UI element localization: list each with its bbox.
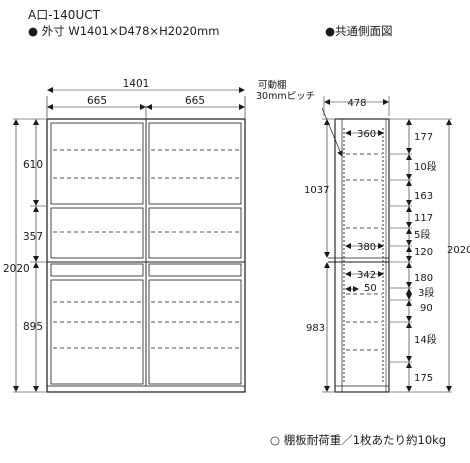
spec-text: 外寸 W1401×D478×H2020mm <box>41 24 220 38</box>
side-shelves-dashed <box>346 153 382 351</box>
bay-width-label: 665 <box>185 95 205 107</box>
inner-depth-label: 380 <box>357 242 376 253</box>
pitch-line-1: 可動棚 <box>258 79 287 91</box>
circle-icon: ○ <box>270 433 281 447</box>
side-plinth <box>334 385 390 393</box>
cabinet-plinth <box>46 385 246 393</box>
pitch-leader-line <box>321 107 343 157</box>
side-view-title: ●共通側面図 <box>325 23 393 39</box>
section-height-label: 357 <box>23 231 43 243</box>
right-dim-label: 163 <box>414 191 433 202</box>
middle-door-right <box>148 207 242 259</box>
inner-depth-label: 360 <box>357 129 376 140</box>
right-dim-label: 120 <box>414 247 433 258</box>
upper-door-left <box>50 122 144 205</box>
model-title: A口-140UCT <box>28 8 100 22</box>
outer-dimensions-spec: ● 外寸 W1401×D478×H2020mm <box>28 23 219 39</box>
right-dim-label: 5段 <box>414 228 430 241</box>
bullet-icon: ● <box>325 24 336 38</box>
upper-door-right <box>148 122 242 205</box>
lower-door-right <box>148 279 242 385</box>
right-dim-label: 14段 <box>414 333 437 346</box>
drawer-left <box>50 263 144 277</box>
shelf-pitch-label: 可動棚 30mmピッチ <box>256 79 315 102</box>
upper-height-label: 1037 <box>304 185 329 196</box>
right-dim-label: 180 <box>414 273 433 284</box>
middle-door-left <box>50 207 144 259</box>
right-dim-label: 117 <box>414 213 433 224</box>
right-dim-label: 10段 <box>414 160 437 173</box>
right-dim-label: 175 <box>414 373 433 384</box>
total-width-label: 1401 <box>123 78 150 90</box>
depth-label: 478 <box>347 98 366 109</box>
drawer-right <box>148 263 242 277</box>
total-height-label: 2020 <box>3 263 30 275</box>
front-view-labels: 1401 665 665 2020 610 357 895 <box>3 78 205 333</box>
side-total-height-label: 2020 <box>447 245 470 256</box>
load-capacity-note: ○ 棚板耐荷重／1枚あたり約10kg <box>270 432 446 448</box>
section-height-label: 895 <box>23 321 43 333</box>
bay-width-label: 665 <box>87 95 107 107</box>
front-view <box>13 87 246 393</box>
side-view <box>321 96 452 393</box>
right-dim-label: 90 <box>420 303 433 314</box>
lower-door-left <box>50 279 144 385</box>
bullet-icon: ● <box>28 24 39 38</box>
inner-depth-label: 50 <box>364 283 377 294</box>
pitch-line-2: 30mmピッチ <box>256 91 315 102</box>
shelves-dashed <box>53 149 239 349</box>
right-dim-label: 177 <box>414 132 433 143</box>
note-text: 棚板耐荷重／1枚あたり約10kg <box>283 433 447 447</box>
side-title-text: 共通側面図 <box>335 24 393 38</box>
side-body-outline <box>334 118 390 393</box>
section-height-label: 610 <box>23 159 43 171</box>
door-thickness <box>334 118 343 393</box>
lower-height-label: 983 <box>306 323 325 334</box>
right-dim-label: 3段 <box>418 286 434 299</box>
inner-depth-label: 342 <box>357 270 376 281</box>
side-view-labels: 478 可動棚 30mmピッチ 1037 983 2020 360 380 34… <box>256 79 470 384</box>
